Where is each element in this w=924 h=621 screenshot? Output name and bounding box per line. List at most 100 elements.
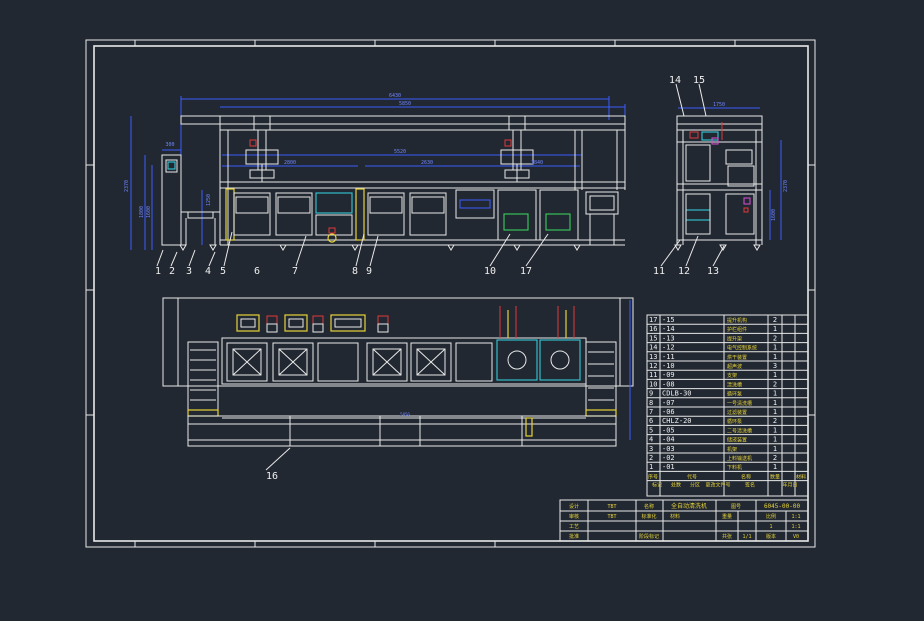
callout-4: 4: [205, 266, 211, 277]
parts-cell-qty: 2: [773, 380, 777, 388]
tanks-front: [225, 188, 619, 245]
dim-h-left-a: 1800: [139, 206, 145, 218]
parts-cell-name: 过滤装置: [727, 409, 747, 416]
parts-cell-qty: 1: [773, 399, 777, 407]
hoist-left: [245, 115, 279, 182]
parts-cell-qty: 1: [773, 436, 777, 444]
callout-15: 15: [693, 75, 705, 86]
parts-cell-name: 超声波: [727, 363, 742, 370]
parts-cell-code: CHLZ-20: [662, 417, 692, 425]
parts-cell-no: 2: [649, 454, 653, 462]
parts-cell-name: 循环泵: [727, 391, 742, 398]
parts-cell-name: 循环泵: [727, 418, 742, 425]
parts-cell-no: 14: [649, 344, 657, 352]
parts-cell-no: 17: [649, 316, 657, 324]
side-dim-width: 1750: [713, 102, 725, 108]
side-view: [660, 83, 782, 267]
callout-14: 14: [669, 75, 681, 86]
parts-cell-name: 一号清洗槽: [727, 400, 752, 407]
tb-version-label: 版本: [766, 533, 776, 540]
parts-header-cell: 名称: [741, 473, 751, 480]
tb-qty-value: 1: [769, 524, 772, 530]
callout-10: 10: [484, 266, 496, 277]
parts-cell-code: -08: [662, 380, 675, 388]
revision-header-cell: 签名: [745, 482, 755, 489]
dim-span-a: 5520: [394, 149, 406, 155]
dim-span-b: 2800: [284, 160, 296, 166]
parts-cell-name: 电气控制系统: [727, 345, 757, 352]
parts-cell-code: -09: [662, 371, 675, 379]
tb-design-value: TBT: [607, 504, 616, 510]
callout-3: 3: [186, 266, 192, 277]
parts-cell-qty: 2: [773, 316, 777, 324]
callout-2: 2: [169, 266, 175, 277]
tb-name-label: 名称: [644, 503, 654, 510]
tb-check-label: 审核: [569, 513, 579, 520]
tb-name-value: 全自动清洗机: [671, 502, 707, 510]
tb-design-label: 设计: [569, 503, 579, 510]
dim-span-c: 2630: [421, 160, 433, 166]
callout-5: 5: [220, 266, 226, 277]
parts-cell-name: 上料输送机: [727, 455, 752, 462]
parts-cell-code: CDLB-30: [662, 390, 692, 398]
sheet-inner-border: [93, 45, 809, 542]
parts-cell-qty: 1: [773, 445, 777, 453]
side-dim-height: 2370: [783, 180, 789, 192]
dim-inner: 5850: [399, 101, 411, 107]
tb-scale-value: 1:1: [791, 514, 800, 520]
dim-height: 2370: [124, 180, 130, 192]
parts-cell-name: 烘干装置: [727, 354, 747, 361]
parts-cell-qty: 2: [773, 334, 777, 342]
parts-cell-code: -03: [662, 445, 675, 453]
title-block: [559, 499, 809, 542]
hoist-right: [500, 115, 534, 182]
parts-cell-qty: 1: [773, 325, 777, 333]
callout-7: 7: [292, 266, 298, 277]
parts-cell-no: 12: [649, 362, 657, 370]
revision-header-cell: 标记: [652, 482, 662, 489]
parts-list-table: [646, 314, 809, 497]
revision-header-cell: 更改文件号: [705, 482, 730, 489]
parts-cell-qty: 2: [773, 454, 777, 462]
parts-cell-no: 13: [649, 353, 657, 361]
parts-cell-qty: 3: [773, 362, 777, 370]
parts-cell-name: 漂洗槽: [727, 381, 742, 388]
tb-stage-label: 阶段标记: [639, 533, 659, 540]
tb-sheet-label: 共张: [722, 533, 732, 540]
tb-process-label: 工艺: [569, 524, 579, 530]
parts-cell-code: -02: [662, 454, 675, 462]
parts-cell-code: -04: [662, 436, 675, 444]
front-view: [130, 96, 626, 267]
dim-overall: 6430: [389, 93, 401, 99]
tb-std-label: 标准化: [641, 513, 656, 520]
parts-cell-code: -14: [662, 325, 675, 333]
parts-cell-name: 提升架: [727, 335, 742, 342]
parts-header-cell: 材料: [796, 473, 806, 480]
tb-drawing-no-label: 图号: [731, 504, 741, 510]
callout-11: 11: [653, 266, 665, 277]
callout-6: 6: [254, 266, 260, 277]
parts-cell-no: 5: [649, 426, 653, 434]
parts-cell-code: -12: [662, 344, 675, 352]
parts-cell-no: 9: [649, 390, 653, 398]
tb-drawing-no-value: 6045-00-00: [764, 503, 801, 510]
top-view: [162, 297, 634, 471]
callout-16: 16: [266, 471, 278, 482]
tb-approve-label: 批准: [569, 533, 579, 540]
parts-cell-code: -05: [662, 426, 675, 434]
dim-mid-left: 1250: [206, 194, 212, 206]
tb-material-label: 材料: [670, 513, 680, 520]
parts-cell-qty: 1: [773, 344, 777, 352]
parts-cell-no: 8: [649, 399, 653, 407]
parts-cell-name: 支架: [727, 372, 737, 379]
parts-cell-no: 3: [649, 445, 653, 453]
callout-8: 8: [352, 266, 358, 277]
parts-cell-name: 二号清洗槽: [727, 427, 752, 434]
parts-cell-code: -13: [662, 334, 675, 342]
parts-cell-qty: 2: [773, 417, 777, 425]
parts-cell-code: -11: [662, 353, 675, 361]
